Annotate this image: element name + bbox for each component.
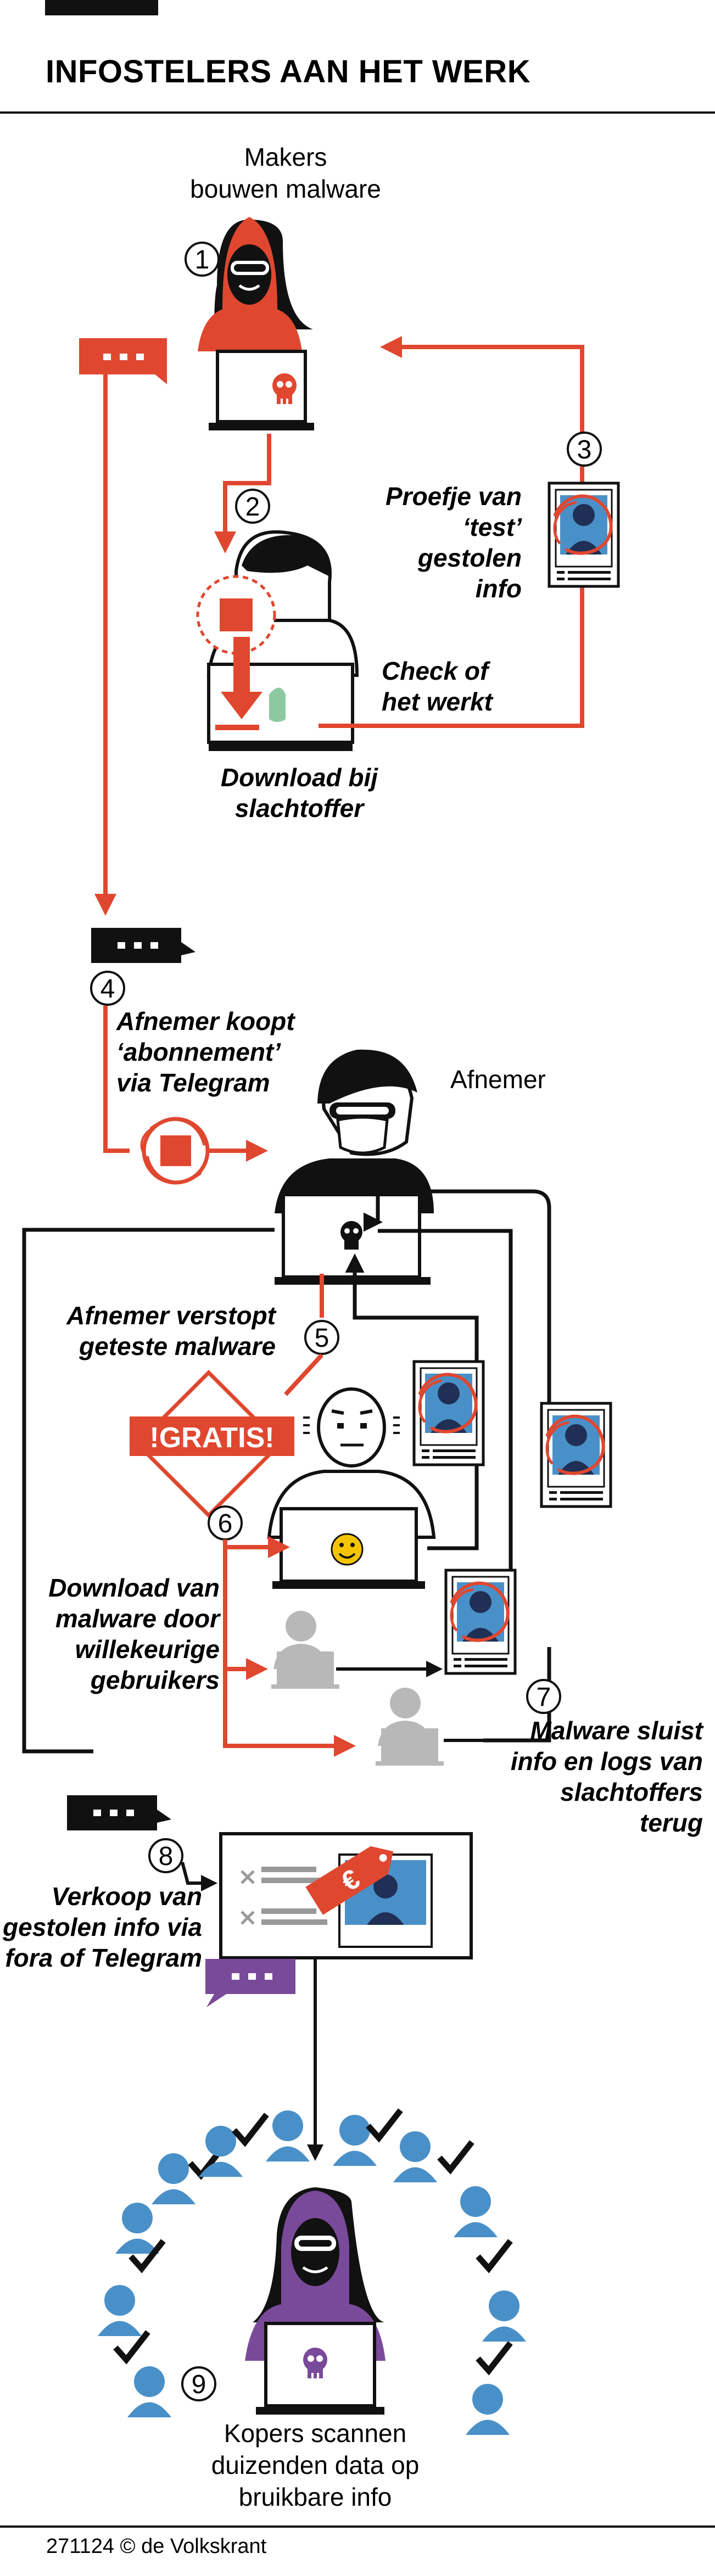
black-chat-bubble-icon-2	[67, 1795, 171, 1830]
buyer-label: Afnemer	[450, 1065, 546, 1094]
step-8-badge: 8	[148, 1838, 183, 1873]
gray-user-icon-2	[376, 1688, 444, 1766]
flow-return-4	[483, 1647, 551, 1743]
flow-to-victim	[214, 434, 271, 553]
flow-download-3	[223, 1539, 356, 1757]
step-5-badge: 5	[304, 1320, 339, 1355]
step-4-badge: 4	[90, 971, 125, 1006]
document-profile-icon-4	[446, 1570, 515, 1673]
flow-to-forum	[181, 1862, 217, 1891]
purple-chat-bubble-icon	[205, 1959, 295, 2007]
black-chat-bubble-icon	[91, 928, 195, 963]
buyer-skull-icon	[340, 1221, 362, 1250]
flow-return-smiley	[427, 1537, 479, 1550]
step-2-badge: 2	[235, 489, 270, 524]
footer-rule	[0, 2525, 715, 2528]
svg-text:9: 9	[192, 2370, 206, 2399]
flow-return-3	[364, 1189, 551, 1460]
header-bar	[45, 0, 158, 15]
title-rule	[0, 111, 715, 114]
maker-hacker-icon	[198, 217, 314, 430]
malware-virus-icon	[142, 1119, 208, 1183]
document-profile-icon-3	[541, 1403, 611, 1507]
euro-tag-icon: €	[305, 1846, 394, 1915]
flow-subscription	[103, 1006, 130, 1153]
flow-to-sign	[284, 1353, 323, 1396]
step-9-badge: 9	[181, 2366, 216, 2401]
svg-text:8: 8	[159, 1842, 174, 1871]
malware-download-icon	[196, 575, 276, 730]
step-3-badge: 3	[567, 432, 602, 467]
svg-text:7: 7	[537, 1683, 551, 1712]
purple-skull-icon	[303, 2348, 327, 2378]
svg-text:3: 3	[577, 435, 592, 464]
step-1-badge: 1	[185, 242, 220, 277]
svg-text:6: 6	[218, 1509, 233, 1538]
svg-text:4: 4	[100, 975, 115, 1004]
svg-text:1: 1	[195, 245, 210, 275]
step-6-badge: 6	[208, 1505, 243, 1541]
document-profile-icon	[549, 483, 618, 586]
smiley-icon	[331, 1533, 364, 1566]
credit: 271124 © de Volkskrant	[46, 2535, 267, 2558]
flow-return-2	[378, 1229, 513, 1581]
gray-user-icon	[271, 1611, 339, 1689]
document-profile-icon-2	[414, 1362, 483, 1465]
chat-bubble-icon	[79, 338, 167, 384]
svg-text:2: 2	[245, 492, 260, 522]
skull-icon	[272, 373, 297, 404]
flow-to-step-8	[22, 1228, 275, 1754]
step-7-badge: 7	[526, 1679, 561, 1714]
page-title: INFOSTELERS AAN HET WERK	[46, 54, 530, 89]
purple-hacker-icon	[245, 2187, 386, 2415]
svg-text:!GRATIS!: !GRATIS!	[149, 1422, 274, 1454]
svg-text:5: 5	[315, 1324, 329, 1353]
free-sign-icon: !GRATIS!	[130, 1370, 294, 1518]
step-4-label: Afnemer koopt‘abonnement’via Telegram	[116, 1007, 295, 1097]
